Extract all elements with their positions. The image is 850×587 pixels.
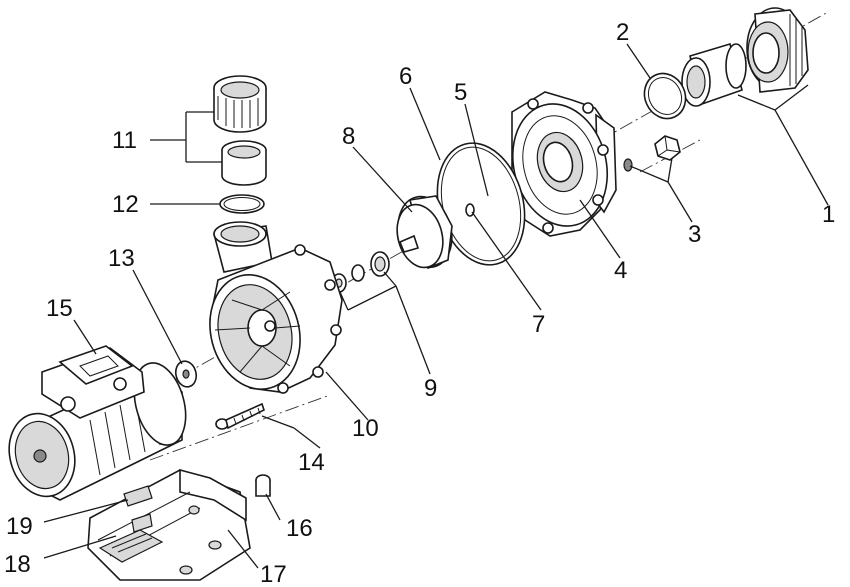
part-16-bolt [255,474,271,497]
callout-labels: 1 2 3 4 5 6 7 8 9 10 11 12 13 14 15 16 1… [4,19,835,587]
part-17-base-plate [87,468,251,581]
callout-19: 19 [6,513,33,540]
part-12-o-ring [219,194,265,214]
callout-9: 9 [424,375,437,402]
callout-4: 4 [614,257,627,284]
callout-3: 3 [688,221,701,248]
part-15-motor [8,345,187,501]
part-14-screw [215,402,265,430]
callout-10: 10 [352,415,379,442]
part-4-housing-cover [510,91,617,237]
part-8-impeller [396,195,453,270]
callout-2: 2 [616,19,629,46]
callout-7: 7 [532,311,545,338]
leader-lines [43,43,829,569]
part-19-foot-block [123,485,153,533]
part-1-union-nut [746,7,809,93]
callout-12: 12 [112,191,139,218]
callout-14: 14 [298,449,325,476]
callout-8: 8 [342,123,355,150]
callout-11: 11 [112,127,137,154]
callout-16: 16 [286,515,313,542]
callout-15: 15 [46,295,73,322]
part-11-union-set [213,75,267,186]
part-1-pipe-sleeve [681,42,747,107]
callout-17: 17 [260,561,287,587]
callout-1: 1 [822,201,835,228]
part-2-o-ring [643,72,687,120]
callout-6: 6 [399,63,412,90]
callout-13: 13 [108,245,135,272]
callout-5: 5 [454,79,467,106]
part-13-washer [174,360,198,388]
part-9-seal-set [331,251,390,293]
part-18-rubber-foot [98,529,164,563]
part-10-pump-body [209,221,343,394]
part-3-nut-and-washer [623,135,681,172]
callout-18: 18 [4,551,31,578]
